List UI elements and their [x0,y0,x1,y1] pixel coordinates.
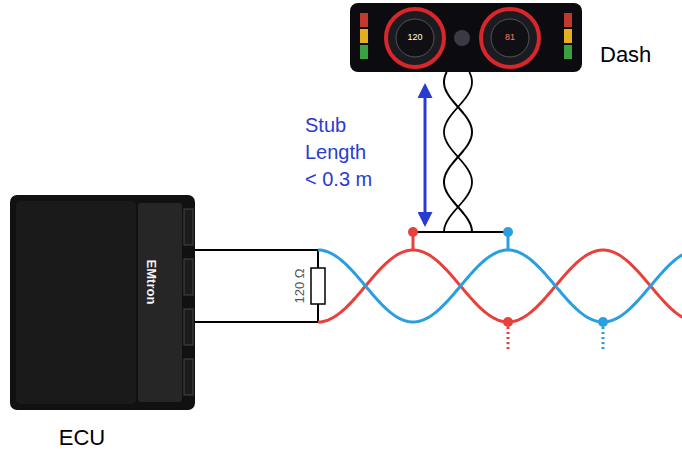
side-bar [360,13,368,27]
resistor-value: 120 Ω [293,268,307,303]
node-label: Dash [600,42,651,68]
ecu-connector [184,309,193,345]
ecu-housing [10,195,195,410]
side-bar [360,29,368,43]
can-bus-connector [195,72,472,250]
dash-display: Dash [350,3,582,72]
side-bar [564,45,572,59]
resistor-symbol [311,268,325,304]
node-label: ECU [59,425,105,451]
gauge-face [396,19,434,57]
ecu-connector [184,359,193,395]
ecu-module: ECU [10,195,195,410]
stub-length-note: Stub Length < 0.3 m [305,112,380,193]
node-shape [10,195,195,410]
gauge-reading: 81 [505,33,515,43]
tap-dot [408,227,418,237]
dash-screen [350,3,582,72]
brand-logo: EMtron [144,260,158,305]
tap-dot [503,227,513,237]
gauge [481,9,539,67]
ecu-lid [16,201,136,404]
side-bar [564,29,572,43]
gauge [386,9,444,67]
ecu-connector [184,259,193,295]
tap-dot [503,317,513,327]
bus-wire [195,321,318,323]
center-indicator [454,30,470,46]
gauge-face [491,19,529,57]
side-bar [564,13,572,27]
dimension-arrow [424,86,427,224]
gauge-reading: 120 [407,33,422,43]
stub-bar [413,231,508,233]
node-shape [350,3,582,72]
tap-dot [598,317,608,327]
ecu-panel [138,203,182,402]
can-high-wire [318,250,682,322]
side-bar [360,45,368,59]
ecu-connector [184,209,193,245]
can-low-wire [318,250,682,322]
